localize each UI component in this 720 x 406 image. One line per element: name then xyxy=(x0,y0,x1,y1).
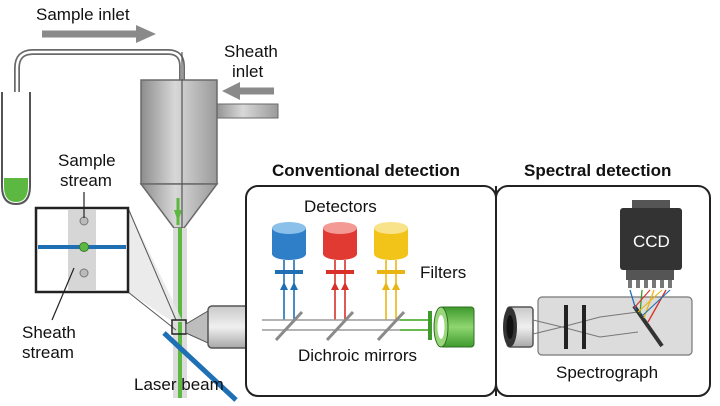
detectors-label: Detectors xyxy=(304,197,377,216)
filters-label: Filters xyxy=(420,263,466,282)
dichroic-mirrors-label: Dichroic mirrors xyxy=(298,346,417,365)
detector-blue xyxy=(272,222,306,260)
sample-inlet-arrow xyxy=(42,25,156,43)
sheath-stream-label-line1: Sheath xyxy=(22,323,76,342)
sample-inlet-label: Sample inlet xyxy=(36,5,130,24)
sample-stream-label-line2: stream xyxy=(60,171,112,190)
ccd-camera xyxy=(620,200,682,288)
laser-beam xyxy=(162,331,238,402)
spectrograph-box xyxy=(537,296,693,356)
laser-beam-label: Laser beam xyxy=(134,375,224,394)
spectral-input-lens xyxy=(503,306,534,348)
sheath-stream-pointer xyxy=(51,267,75,321)
sheath-inlet-label-line1: Sheath xyxy=(224,42,278,61)
dispersed-light xyxy=(629,289,671,323)
sample-stream-label-line1: Sample xyxy=(58,151,116,170)
dichroic-mirror-1 xyxy=(274,310,304,342)
conventional-detection-title: Conventional detection xyxy=(272,161,460,180)
spectrograph-label: Spectrograph xyxy=(556,363,658,382)
spectral-detection-title: Spectral detection xyxy=(524,161,671,180)
dichroic-mirror-2 xyxy=(325,310,355,342)
sheath-inlet-arrow xyxy=(222,82,274,100)
sample-tubing xyxy=(14,49,185,230)
sheath-inlet-label-line2: inlet xyxy=(232,62,263,81)
interrogation-inset xyxy=(34,206,187,335)
detector-yellow xyxy=(374,222,408,260)
green-detector xyxy=(433,306,475,348)
spectrograph-optics xyxy=(532,304,664,349)
sample-tube xyxy=(1,92,31,206)
detector-red xyxy=(323,222,357,260)
dichroic-mirror-3 xyxy=(376,310,406,342)
flow-stream-column xyxy=(173,228,187,398)
flow-chamber xyxy=(139,52,279,229)
ccd-label: CCD xyxy=(633,232,670,251)
sheath-stream-label-line2: stream xyxy=(22,343,74,362)
